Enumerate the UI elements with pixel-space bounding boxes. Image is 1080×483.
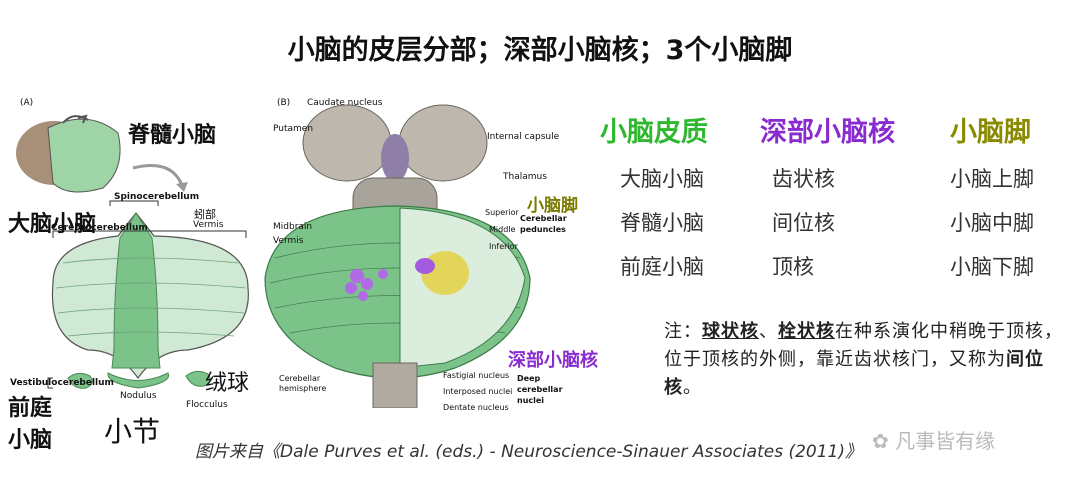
- label-hemisphere-1: Cerebellar: [279, 374, 321, 383]
- label-nodulus: Nodulus: [120, 391, 157, 401]
- label-deep-3: nuclei: [517, 396, 545, 405]
- note-term-emboliform: 栓状核: [778, 321, 835, 342]
- label-middle: Middle: [489, 225, 516, 234]
- column-header-cortex: 小脑皮质: [600, 117, 708, 148]
- note-term-interposed: 间位核: [664, 349, 1044, 398]
- flocculus-right: [185, 370, 211, 387]
- label-deep-1: Deep: [517, 374, 541, 383]
- label-peduncles: peduncles: [520, 225, 566, 234]
- brainstem-cerebellum-illustration: [264, 104, 531, 409]
- figure-b-brainstem-dissection: (B) Caudate nucleus Putamen Internal cap…: [255, 88, 567, 412]
- label-internal-capsule: Internal capsule: [487, 132, 560, 142]
- label-deep-nuclei-cn: 深部小脑核: [508, 350, 598, 371]
- list-item: 顶核: [772, 255, 814, 279]
- label-vestib-cn-1: 前庭: [8, 396, 53, 421]
- column-peduncles: 小脑脚 小脑上脚 小脑中脚 小脑下脚: [950, 110, 1034, 289]
- label-cerebro-cn: 大脑小脑: [8, 212, 97, 237]
- panel-letter-b: (B): [277, 98, 291, 108]
- label-spino-cn: 脊髓小脑: [128, 123, 217, 148]
- label-vermis-b: Vermis: [273, 236, 304, 246]
- label-vestibulocerebellum: Vestibulocerebellum: [10, 378, 114, 388]
- label-dentate: Dentate nucleus: [443, 403, 509, 412]
- list-item: 齿状核: [772, 167, 835, 191]
- label-putamen: Putamen: [273, 124, 314, 134]
- label-superior: Superior: [485, 208, 519, 217]
- label-flocculus-cn: 绒球: [205, 371, 250, 396]
- list-item: 脊髓小脑: [620, 211, 704, 235]
- note-separator: 、: [759, 321, 778, 342]
- third-ventricle-shape: [381, 134, 409, 182]
- list-item: 间位核: [772, 211, 835, 235]
- column-header-peduncles: 小脑脚: [950, 117, 1031, 148]
- arrow-icon: [132, 164, 185, 189]
- note-prefix: 注：: [664, 321, 702, 342]
- image-source: 图片来自《Dale Purves et al. (eds.) - Neurosc…: [195, 442, 863, 462]
- label-vestib-cn-2: 小脑: [8, 428, 53, 453]
- left-thalamus-shape: [302, 104, 392, 182]
- note-term-globose: 球状核: [702, 321, 759, 342]
- label-interposed: Interposed nuclei: [443, 387, 513, 396]
- label-nodulus-cn: 小节: [104, 415, 161, 448]
- label-midbrain: Midbrain: [273, 222, 313, 232]
- label-inferior: Inferior: [489, 242, 518, 251]
- interposed-nucleus-shape: [415, 258, 435, 274]
- figure-a-cerebellum-schematic: (A) Spinocerebellum Vermis 蚓部 Cerebrocer…: [8, 88, 270, 433]
- label-fastigial: Fastigial nucleus: [443, 371, 510, 380]
- list-item: 小脑中脚: [950, 211, 1034, 235]
- label-cerebellar: Cerebellar: [520, 214, 567, 223]
- watermark-text: 凡事皆有缘: [895, 429, 996, 453]
- label-vermis: Vermis: [193, 220, 224, 230]
- right-thalamus-shape: [398, 104, 488, 182]
- watermark: ✿ 凡事皆有缘: [872, 425, 995, 454]
- list-item: 大脑小脑: [620, 167, 704, 191]
- label-cerebrocerebellum: Cerebrocerebellum: [51, 223, 148, 233]
- label-vermis-cn: 蚓部: [194, 208, 216, 221]
- label-spinocerebellum: Spinocerebellum: [114, 192, 200, 202]
- note-end: 。: [683, 377, 702, 398]
- label-deep-2: cerebellar: [517, 385, 563, 394]
- flocculus-left: [67, 372, 93, 389]
- page-title: 小脑的皮层分部；深部小脑核；3个小脑脚: [287, 35, 793, 66]
- column-header-deep-nuclei: 深部小脑核: [760, 117, 895, 148]
- nodulus-shape: [107, 372, 170, 389]
- label-peduncle-cn: 小脑脚: [527, 196, 578, 216]
- list-item: 小脑上脚: [950, 167, 1034, 191]
- label-hemisphere-2: hemisphere: [279, 384, 327, 393]
- list-item: 前庭小脑: [620, 255, 704, 279]
- brainstem-shape: [372, 362, 418, 409]
- panel-letter-a: (A): [20, 98, 34, 108]
- cerebellum-flat-map: [16, 114, 249, 389]
- column-cortex: 小脑皮质 大脑小脑 脊髓小脑 前庭小脑: [600, 110, 708, 289]
- label-caudate: Caudate nucleus: [307, 98, 383, 108]
- note-text: 注：球状核、栓状核在种系演化中稍晚于顶核，位于顶核的外侧，靠近齿状核门，又称为间…: [664, 318, 1074, 402]
- column-deep-nuclei: 深部小脑核 齿状核 间位核 顶核: [760, 110, 895, 289]
- cerebellum-thumbnail: [47, 118, 121, 193]
- note-body: 在种系演化中稍晚于顶核，位于顶核的外侧，靠近齿状核门，又称为: [664, 321, 1063, 370]
- list-item: 小脑下脚: [950, 255, 1034, 279]
- label-flocculus: Flocculus: [186, 400, 228, 410]
- wechat-icon: ✿: [872, 429, 896, 453]
- label-thalamus: Thalamus: [503, 172, 547, 182]
